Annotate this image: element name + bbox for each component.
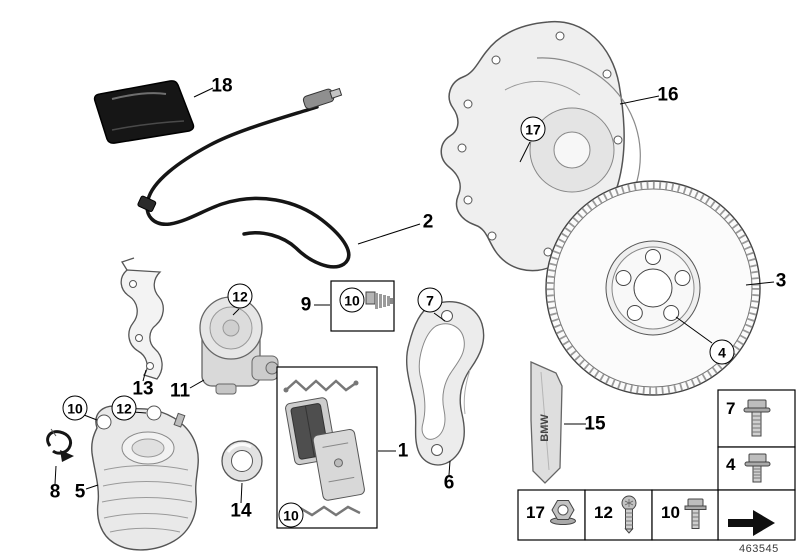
direction-arrow-icon (728, 510, 775, 536)
parking-brake-actuator-drawing (199, 296, 279, 395)
callout-14[interactable]: 14 (230, 500, 252, 522)
callout-circle-12b[interactable]: 12 (111, 395, 137, 421)
hex-flange-screw-icon (684, 498, 707, 529)
callout-11[interactable]: 11 (169, 380, 191, 402)
retaining-clip-drawing (46, 428, 74, 462)
caliper-carrier-drawing (405, 301, 485, 466)
dust-shield-drawing (440, 20, 641, 272)
flange-nut-icon (550, 500, 576, 525)
bmw-plate-drawing: BMW (530, 361, 563, 484)
brake-caliper-drawing (91, 405, 199, 551)
seal-ring-drawing (221, 440, 263, 482)
legend-label-12[interactable]: 12 (594, 503, 613, 522)
callout-circle-10a[interactable]: 10 (339, 287, 365, 313)
callout-circle-7[interactable]: 7 (417, 287, 443, 313)
brake-pad-outer (312, 428, 365, 501)
hex-flange-bolt-icon (743, 399, 771, 437)
callout-15[interactable]: 15 (584, 413, 606, 435)
bmw-plate-text: BMW (539, 414, 551, 442)
brake-disc-drawing (545, 180, 761, 396)
callout-circle-10c[interactable]: 10 (62, 395, 88, 421)
callout-circle-12a[interactable]: 12 (227, 283, 253, 309)
legend-label-7[interactable]: 7 (726, 399, 736, 418)
leader-lines (54, 87, 775, 504)
callout-circle-4[interactable]: 4 (709, 339, 735, 365)
legend-label-4[interactable]: 4 (726, 455, 736, 474)
callout-3[interactable]: 3 (775, 270, 787, 292)
callout-16[interactable]: 16 (657, 84, 679, 106)
hex-flange-bolt-short-icon (744, 453, 771, 483)
callout-13[interactable]: 13 (132, 378, 154, 400)
pan-head-torx-screw-icon (621, 495, 637, 534)
diagram-number: 463545 (739, 543, 779, 555)
wear-sensor-drawing (137, 87, 351, 269)
callout-8[interactable]: 8 (49, 481, 61, 503)
legend-grid (517, 389, 796, 541)
legend-label-10[interactable]: 10 (661, 503, 680, 522)
legend-label-17[interactable]: 17 (526, 503, 545, 522)
callout-5[interactable]: 5 (74, 481, 86, 503)
callout-2[interactable]: 2 (422, 211, 434, 233)
callout-circle-17[interactable]: 17 (520, 116, 546, 142)
sensor-connector (302, 87, 343, 110)
brake-pads-box-drawing (276, 366, 378, 529)
callout-circle-10b[interactable]: 10 (278, 502, 304, 528)
callout-1[interactable]: 1 (397, 440, 409, 462)
sensor-clip (137, 195, 157, 213)
bracket-drawing (120, 257, 164, 380)
callout-18[interactable]: 18 (211, 75, 233, 97)
grease-packet-drawing (93, 80, 195, 144)
callout-6[interactable]: 6 (443, 472, 455, 494)
callout-9[interactable]: 9 (300, 294, 312, 316)
